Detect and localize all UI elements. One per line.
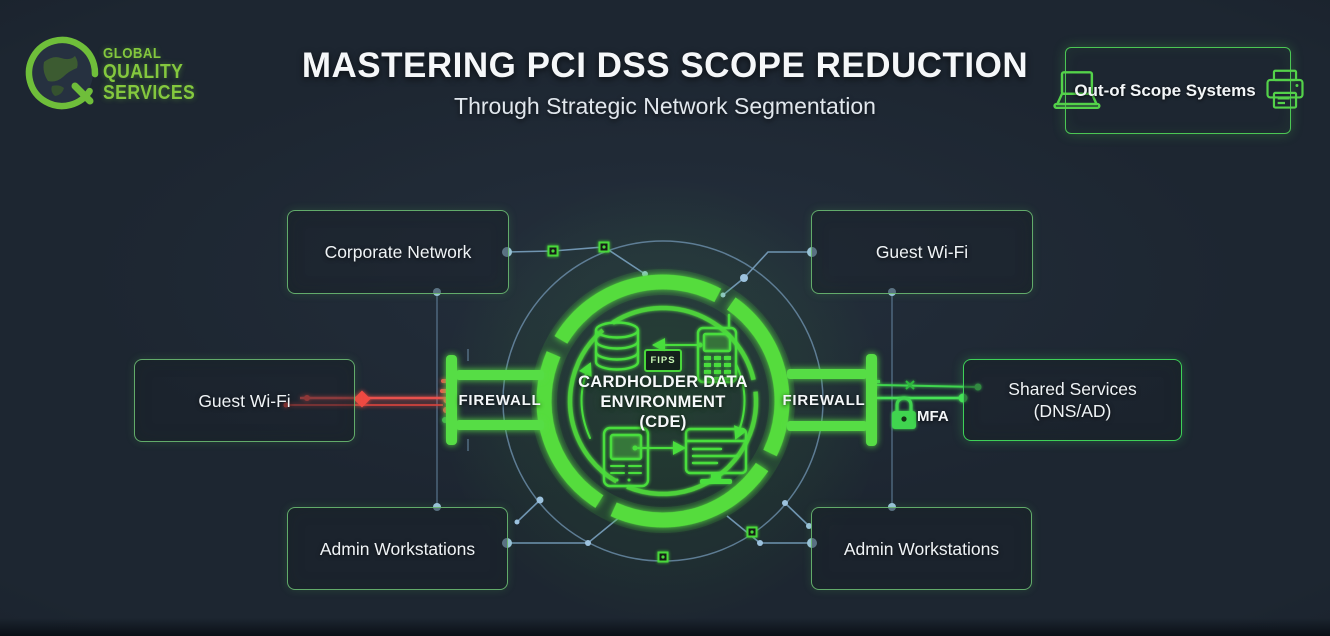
cde-icons <box>578 313 748 488</box>
network-connector-lines <box>436 246 893 544</box>
network-box-admin-workstations-left: Admin Workstations <box>287 507 508 590</box>
printer-icon <box>1266 69 1304 109</box>
network-box-label: Guest Wi-Fi <box>198 390 291 411</box>
network-box-label: Admin Workstations <box>319 538 476 559</box>
network-box-label: Guest Wi-Fi <box>875 242 969 262</box>
network-box-guest-wifi-left: Guest Wi-Fi <box>134 359 355 442</box>
firewall-left-label: FIREWALL <box>458 392 542 409</box>
bottom-vignette <box>0 618 1330 636</box>
network-box-admin-workstations-right: Admin Workstations <box>811 507 1032 590</box>
out-of-scope-panel: Out-of Scope Systems <box>1053 47 1304 134</box>
page-title: MASTERING PCI DSS SCOPE REDUCTION <box>301 46 1029 85</box>
mobile-pos-icon <box>696 313 738 384</box>
database-icon <box>594 321 640 371</box>
mfa-lock-icon <box>892 396 916 429</box>
green-square-nodes <box>547 241 758 563</box>
cde-title-line-2: ENVIRONMENT <box>600 393 726 411</box>
mfa-label: MFA <box>917 408 949 425</box>
logo-line-2: QUALITY <box>103 61 184 83</box>
company-logo-wordmark: GLOBAL QUALITY SERVICES <box>103 45 195 104</box>
cde-cycle-arrows <box>578 338 747 455</box>
header: MASTERING PCI DSS SCOPE REDUCTION Throug… <box>0 46 1330 120</box>
firewall-left-bracket <box>446 355 544 445</box>
database-badge: FIPS <box>644 349 682 372</box>
network-box-shared-services: Shared Services (DNS/AD) <box>963 359 1182 441</box>
blocked-traffic-lines <box>283 379 451 423</box>
network-box-sublabel: (DNS/AD) <box>1033 401 1112 421</box>
cde-title: CARDHOLDER DATA ENVIRONMENT (CDE) <box>556 372 770 432</box>
out-of-scope-label: Out-of Scope Systems <box>1074 80 1256 100</box>
cde-title-line-3: (CDE) <box>639 413 687 431</box>
cde-inner-ring <box>567 305 759 497</box>
company-logo-globe-icon <box>25 36 99 110</box>
laptop-icon <box>1053 70 1101 109</box>
cde-title-line-1: CARDHOLDER DATA <box>578 373 748 391</box>
cde-outer-ring <box>536 274 790 528</box>
pos-monitor-icon <box>684 427 748 484</box>
blocked-diamond-node <box>353 390 371 408</box>
network-box-guest-wifi-top-right: Guest Wi-Fi <box>811 210 1033 294</box>
logo-line-3: SERVICES <box>103 82 196 104</box>
network-box-label: Shared Services <box>1008 379 1137 399</box>
firewall-right-label: FIREWALL <box>782 392 866 409</box>
network-box-label: Corporate Network <box>324 242 472 262</box>
logo-line-1: GLOBAL <box>103 45 162 62</box>
firewall-right-bracket <box>787 354 877 446</box>
network-box-corporate-network: Corporate Network <box>287 210 509 294</box>
traffic-filter-cross-icon <box>905 380 915 390</box>
network-box-label: Admin Workstations <box>843 538 1000 559</box>
page-subtitle: Through Strategic Network Segmentation <box>454 93 876 119</box>
